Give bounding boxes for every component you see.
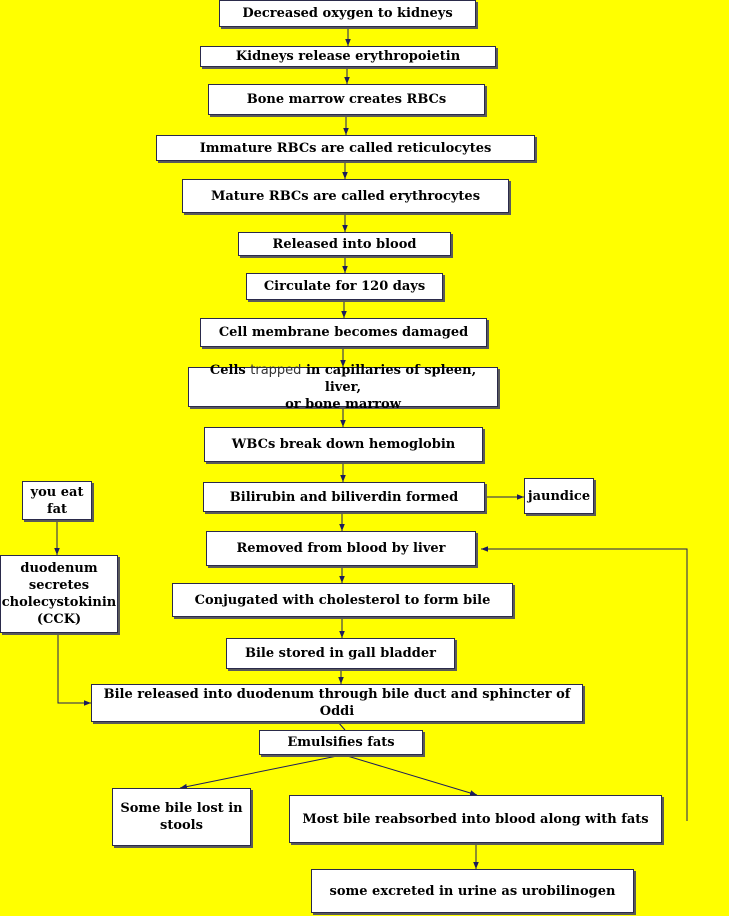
box-bile-reabsorbed: Most bile reabsorbed into blood along wi… — [289, 795, 662, 843]
box-conjugated: Conjugated with cholesterol to form bile — [172, 583, 513, 617]
box-cells-trapped: Cells trapped in capillaries of spleen, … — [188, 363, 498, 412]
trapped-text-pre: Cells — [209, 362, 251, 378]
box-released-into-blood: Released into blood — [238, 232, 451, 256]
line-duodenum-to-emulsifies — [337, 721, 346, 731]
arrow-emulsifies-to-reabsorbed — [343, 754, 478, 796]
box-bile-released: Bile released into duodenum through bile… — [91, 684, 583, 722]
box-urobilinogen: some excreted in urine as urobilinogen — [311, 869, 634, 913]
trapped-text-post: in capillaries of spleen, liver, or bone… — [285, 362, 477, 412]
box-bone-marrow: Bone marrow creates RBCs — [208, 84, 485, 115]
box-erythrocytes: Mature RBCs are called erythrocytes — [182, 179, 509, 213]
arrow-emulsifies-to-lost — [179, 754, 343, 790]
trapped-word: trapped — [250, 362, 302, 378]
box-gall-bladder: Bile stored in gall bladder — [226, 638, 455, 669]
box-duodenum-cck: duodenum secretes cholecystokinin (CCK) — [0, 555, 118, 633]
box-wbc-break-down: WBCs break down hemoglobin — [204, 427, 483, 462]
box-bile-lost-stools: Some bile lost in stools — [112, 788, 251, 846]
box-removed-by-liver: Removed from blood by liver — [206, 531, 476, 566]
box-membrane-damaged: Cell membrane becomes damaged — [200, 318, 487, 347]
box-release-erythropoietin: Kidneys release erythropoietin — [200, 46, 496, 67]
box-emulsifies-fats: Emulsifies fats — [259, 730, 423, 755]
arrow-reabsorbed-return-to-liver — [481, 546, 688, 821]
arrow-cck-to-duodenum — [57, 633, 91, 706]
box-reticulocytes: Immature RBCs are called reticulocytes — [156, 135, 535, 161]
box-bilirubin-formed: Bilirubin and biliverdin formed — [203, 482, 485, 512]
box-decreased-oxygen: Decreased oxygen to kidneys — [219, 0, 476, 27]
box-circulate: Circulate for 120 days — [246, 273, 443, 300]
box-jaundice: jaundice — [524, 478, 594, 514]
box-you-eat-fat: you eat fat — [22, 481, 92, 520]
